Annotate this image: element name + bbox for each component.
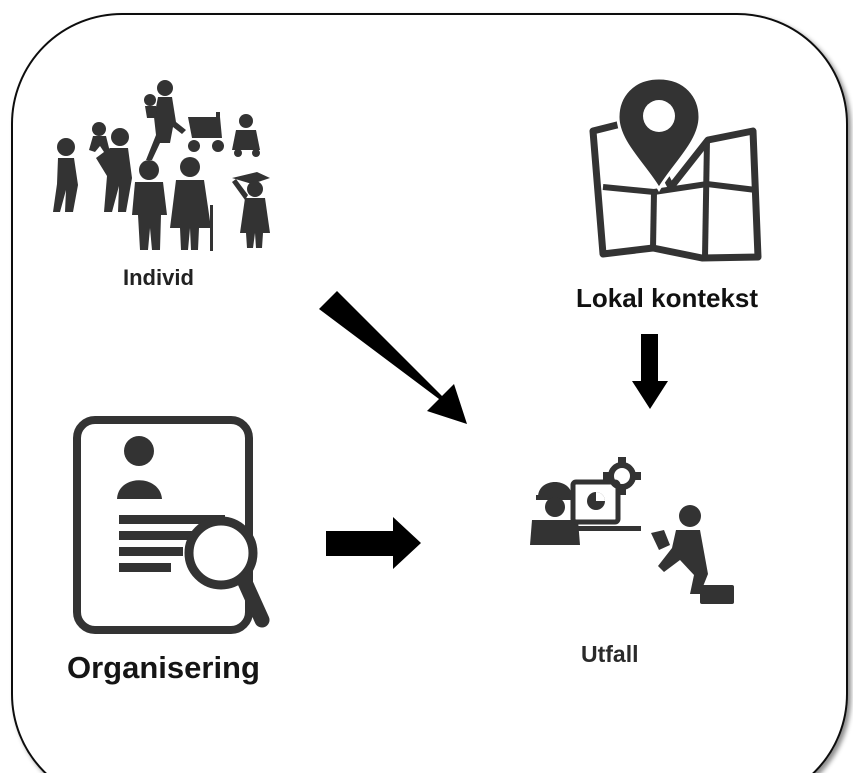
arrow-lokal-to-utfall bbox=[632, 334, 668, 409]
document-search-icon bbox=[73, 416, 270, 634]
outcome-icon bbox=[530, 457, 734, 604]
arrow-individ-to-utfall bbox=[319, 291, 467, 424]
map-pin-icon bbox=[589, 76, 762, 262]
label-lokal-kontekst: Lokal kontekst bbox=[576, 283, 759, 313]
people-group-icon bbox=[53, 80, 270, 251]
label-organisering: Organisering bbox=[67, 650, 260, 685]
label-individ: Individ bbox=[123, 265, 194, 290]
label-utfall: Utfall bbox=[581, 641, 639, 667]
arrow-organisering-to-utfall bbox=[326, 517, 421, 569]
